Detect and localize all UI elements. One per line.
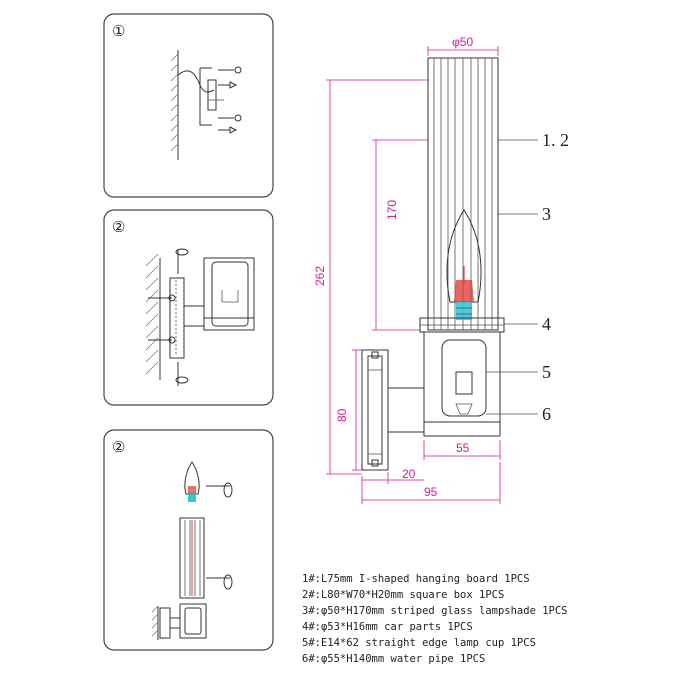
callout-4: 4 xyxy=(542,314,551,334)
rotate-arrow-bottom-icon xyxy=(175,362,189,386)
callout-6: 6 xyxy=(542,404,551,424)
rotate-arrow-icon xyxy=(206,482,233,498)
rotate-arrow-top-icon xyxy=(175,248,189,274)
parts-list-item: 3#:φ50*H170mm striped glass lampshade 1P… xyxy=(302,605,568,617)
parts-list-item: 1#:L75mm I-shaped hanging board 1PCS xyxy=(302,573,530,585)
striped-glass-shade xyxy=(427,57,499,331)
parts-list-item: 5#:E14*62 straight edge lamp cup 1PCS xyxy=(302,637,536,649)
step-2-number: ② xyxy=(112,218,125,236)
callout-1-2: 1. 2 xyxy=(542,130,569,150)
dim-height-shade: 170 xyxy=(385,200,399,220)
dim-height-total: 262 xyxy=(313,266,327,286)
lamp-arm xyxy=(387,387,425,433)
leader-lines xyxy=(486,139,538,415)
wall-mount xyxy=(151,603,207,640)
dim-width-cup: 55 xyxy=(456,441,470,455)
step-3-number: ② xyxy=(112,438,125,456)
backplate xyxy=(361,349,389,471)
rotate-arrow-icon xyxy=(206,574,233,590)
lamp-head xyxy=(203,257,255,331)
parts-list: 1#:L75mm I-shaped hanging board 1PCS 2#:… xyxy=(302,573,568,665)
screw-set-upper xyxy=(218,66,242,89)
step-3-panel: ② xyxy=(103,429,274,651)
mounting-bracket xyxy=(199,67,217,126)
parts-list-item: 2#:L80*W70*H20mm square box 1PCS xyxy=(302,589,504,601)
callout-5: 5 xyxy=(542,362,551,382)
step-2-panel: ② xyxy=(103,209,274,406)
lamp-cup xyxy=(423,331,501,437)
wall-hatch xyxy=(145,253,161,380)
candle-bulb xyxy=(446,209,482,320)
dim-width-total: 95 xyxy=(424,485,438,499)
dim-width-offset: 20 xyxy=(402,467,416,481)
parts-list-item: 4#:φ53*H16mm car parts 1PCS xyxy=(302,621,473,633)
screw-set-lower xyxy=(218,114,242,134)
callout-3: 3 xyxy=(542,204,551,224)
glass-shade xyxy=(179,517,205,599)
dimension-lines xyxy=(326,46,501,504)
screw-lower xyxy=(148,336,176,344)
screw-upper xyxy=(148,294,176,302)
parts-list-item: 6#:φ55*H140mm water pipe 1PCS xyxy=(302,653,485,665)
dim-height-box: 80 xyxy=(335,408,349,422)
step-1-panel: ① xyxy=(103,13,274,198)
dim-diameter-top: φ50 xyxy=(452,35,473,49)
step-1-number: ① xyxy=(112,22,125,40)
wall-hatch xyxy=(170,50,179,160)
main-lamp-drawing: φ50 262 170 80 55 20 95 1. 2 3 4 5 6 xyxy=(313,35,569,504)
candle-bulb xyxy=(184,461,200,502)
